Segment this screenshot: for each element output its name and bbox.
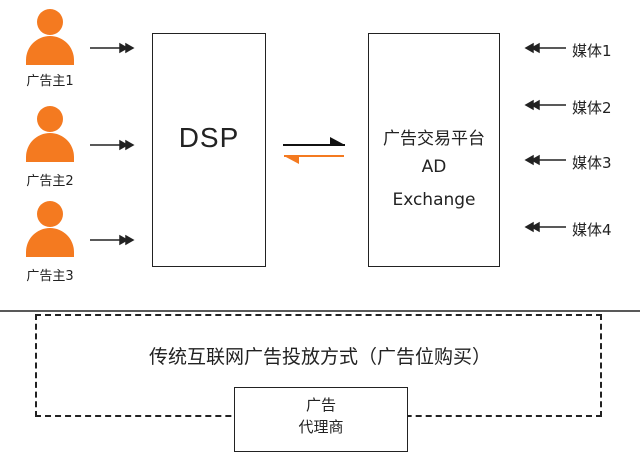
advertiser-1-arrow — [90, 42, 135, 54]
ad-exchange-label-cn: 广告交易平台 — [383, 129, 485, 149]
traditional-method-label: 传统互联网广告投放方式（广告位购买） — [148, 346, 491, 368]
media-4-arrow — [524, 221, 566, 233]
media-1-label: 媒体1 — [572, 42, 612, 60]
advertiser-3-person-icon — [24, 201, 76, 257]
advertiser-3-arrow — [90, 234, 135, 246]
person-head — [37, 9, 63, 35]
ad-agency-label-line2: 代理商 — [298, 418, 344, 436]
dsp-box: DSP — [152, 33, 266, 267]
media-1-arrow — [524, 42, 566, 54]
media-2-arrow — [524, 99, 566, 111]
media-2-label: 媒体2 — [572, 99, 612, 117]
advertiser-1-label: 广告主1 — [26, 74, 74, 89]
dsp-label: DSP — [178, 122, 240, 153]
exchange-to-dsp-arrow — [284, 155, 344, 164]
ad-exchange-box: 广告交易平台 AD Exchange — [368, 33, 500, 267]
media-3-arrow — [524, 154, 566, 166]
dsp-to-exchange-arrow — [283, 137, 345, 146]
advertiser-2-arrow — [90, 139, 135, 151]
ad-agency-box: 广告 代理商 — [234, 387, 408, 452]
ad-exchange-label-exchange: Exchange — [392, 190, 476, 210]
media-3-label: 媒体3 — [572, 154, 612, 172]
ad-agency-label-line1: 广告 — [305, 396, 336, 414]
person-head — [37, 106, 63, 132]
advertiser-1-person-icon — [24, 9, 76, 65]
person-head — [37, 201, 63, 227]
ad-exchange-label-ad: AD — [421, 157, 447, 177]
media-4-label: 媒体4 — [572, 221, 612, 239]
advertiser-3-label: 广告主3 — [26, 269, 74, 284]
advertiser-2-person-icon — [24, 106, 76, 162]
advertiser-2-label: 广告主2 — [26, 174, 74, 189]
